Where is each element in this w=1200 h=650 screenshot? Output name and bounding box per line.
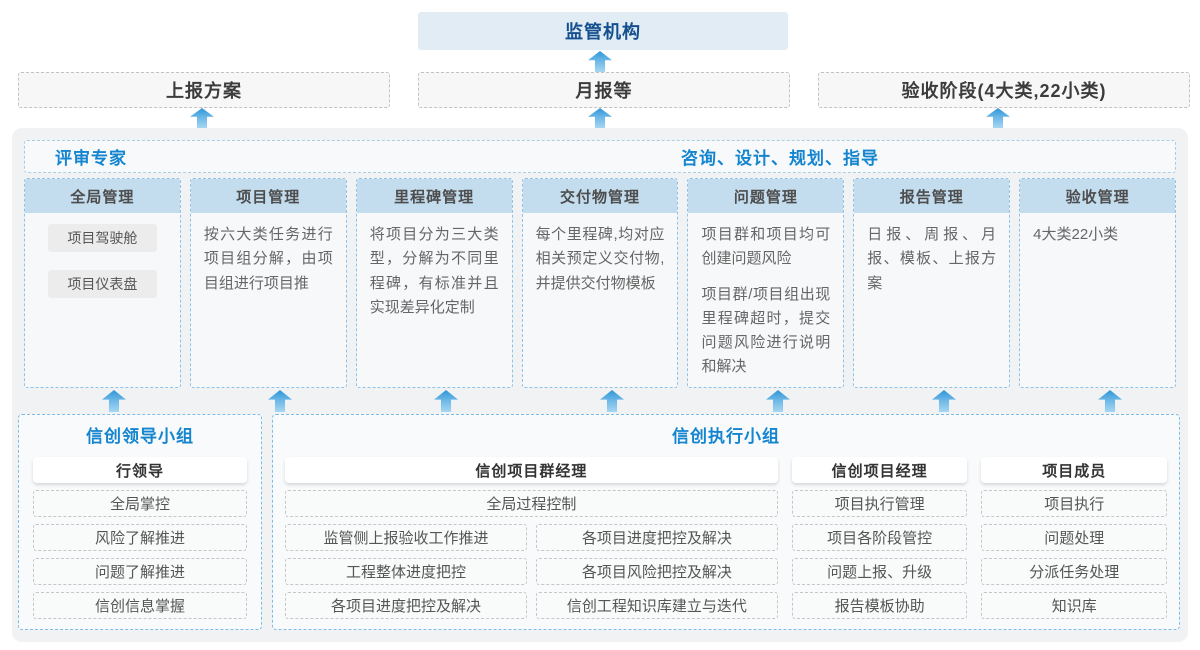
column-body: 4大类22小类	[1020, 213, 1175, 258]
execution-group-block: 信创执行小组 信创项目群经理 全局过程控制 监管侧上报验收工作推进 各项目进度把…	[272, 414, 1180, 630]
project-manager-item: 问题上报、升级	[791, 558, 968, 585]
up-arrow-icon	[986, 108, 1010, 128]
column-issue-management: 问题管理 项目群和项目均可创建问题风险 项目群/项目组出现里程碑超时，提交问题风…	[687, 178, 845, 388]
program-manager-item: 工程整体进度把控	[285, 558, 527, 585]
project-member-item: 项目执行	[981, 490, 1167, 517]
program-manager-item: 信创工程知识库建立与迭代	[535, 592, 778, 619]
column-milestone-management: 里程碑管理 将项目分为三大类型，分解为不同里程碑，有标准并且实现差异化定制	[355, 178, 513, 388]
column-project-management: 项目管理 按六大类任务进行项目组分解，由项目组进行项目推	[189, 178, 347, 388]
acceptance-stage-label: 验收阶段(4大类,22小类)	[901, 81, 1107, 101]
up-arrow-icon	[1098, 390, 1122, 412]
leader-item: 信创信息掌握	[33, 592, 247, 619]
leader-item: 问题了解推进	[33, 558, 247, 585]
execution-group-title: 信创执行小组	[672, 427, 780, 446]
column-header: 验收管理	[1020, 179, 1176, 213]
column-body: 日报、周报、月报、模板、上报方案	[854, 213, 1009, 307]
column-header: 项目管理	[190, 179, 346, 213]
program-manager-item: 监管侧上报验收工作推进	[285, 524, 527, 551]
leader-group-block: 信创领导小组 行领导 全局掌控 风险了解推进 问题了解推进 信创信息掌握	[18, 414, 262, 630]
up-arrow-icon	[190, 108, 214, 128]
column-text: 项目群/项目组出现里程碑超时，提交问题风险进行说明和解决	[701, 285, 831, 376]
leader-item: 风险了解推进	[33, 524, 247, 551]
up-arrow-icon	[588, 108, 612, 128]
project-manager-role-header: 信创项目经理	[791, 457, 968, 483]
program-manager-column: 信创项目群经理 全局过程控制 监管侧上报验收工作推进 各项目进度把控及解决 工程…	[285, 448, 778, 619]
column-body: 将项目分为三大类型，分解为不同里程碑，有标准并且实现差异化定制	[357, 213, 512, 331]
leader-item: 全局掌控	[33, 490, 247, 517]
execution-columns: 信创项目群经理 全局过程控制 监管侧上报验收工作推进 各项目进度把控及解决 工程…	[273, 448, 1179, 619]
project-member-item: 分派任务处理	[981, 558, 1167, 585]
column-body: 每个里程碑,均对应相关预定义交付物,并提供交付物模板	[523, 213, 678, 307]
project-member-role-header: 项目成员	[981, 457, 1167, 483]
column-text: 按六大类任务进行项目组分解，由项目组进行项目推	[203, 226, 333, 292]
column-report-management: 报告管理 日报、周报、月报、模板、上报方案	[853, 178, 1011, 388]
column-global-management: 全局管理 项目驾驶舱 项目仪表盘	[24, 178, 181, 388]
bank-leader-role-header: 行领导	[33, 457, 247, 483]
project-manager-item: 项目执行管理	[791, 490, 968, 517]
column-body: 项目群和项目均可创建问题风险 项目群/项目组出现里程碑超时，提交问题风险进行说明…	[688, 213, 843, 387]
project-dashboard-pill: 项目仪表盘	[48, 270, 157, 298]
column-header: 问题管理	[688, 179, 844, 213]
up-arrow-icon	[434, 390, 458, 412]
column-text: 日报、周报、月报、模板、上报方案	[867, 226, 997, 292]
report-plan-label: 上报方案	[166, 81, 242, 101]
column-acceptance-management: 验收管理 4大类22小类	[1019, 178, 1177, 388]
column-deliverable-management: 交付物管理 每个里程碑,均对应相关预定义交付物,并提供交付物模板	[521, 178, 679, 388]
column-text: 将项目分为三大类型，分解为不同里程碑，有标准并且实现差异化定制	[369, 226, 499, 316]
column-header: 交付物管理	[522, 179, 678, 213]
consulting-design-label: 咨询、设计、规划、指导	[681, 149, 879, 168]
column-body: 按六大类任务进行项目组分解，由项目组进行项目推	[191, 213, 346, 307]
project-member-item: 知识库	[981, 592, 1167, 619]
program-manager-role-header: 信创项目群经理	[285, 457, 778, 483]
project-member-column: 项目成员 项目执行 问题处理 分派任务处理 知识库	[981, 448, 1167, 619]
up-arrow-icon	[932, 390, 956, 412]
project-manager-column: 信创项目经理 项目执行管理 项目各阶段管控 问题上报、升级 报告模板协助	[791, 448, 968, 619]
review-experts-label: 评审专家	[55, 149, 127, 168]
up-arrow-icon	[600, 390, 624, 412]
project-member-item: 问题处理	[981, 524, 1167, 551]
program-manager-item: 各项目风险把控及解决	[535, 558, 778, 585]
column-text: 4大类22小类	[1033, 226, 1119, 243]
monthly-report-label: 月报等	[575, 81, 633, 101]
program-manager-grid: 监管侧上报验收工作推进 各项目进度把控及解决 工程整体进度把控 各项目风险把控及…	[285, 524, 778, 619]
project-cockpit-pill: 项目驾驶舱	[48, 224, 157, 252]
project-manager-item: 项目各阶段管控	[791, 524, 968, 551]
acceptance-stage-box: 验收阶段(4大类,22小类)	[818, 72, 1190, 108]
column-header: 报告管理	[854, 179, 1010, 213]
column-text: 项目群和项目均可创建问题风险	[701, 226, 831, 268]
column-header: 全局管理	[25, 179, 180, 213]
column-body: 项目驾驶舱 项目仪表盘	[25, 213, 180, 316]
regulator-box: 监管机构	[418, 12, 788, 50]
project-manager-item: 报告模板协助	[791, 592, 968, 619]
program-manager-item: 各项目进度把控及解决	[535, 524, 778, 551]
up-arrow-icon	[268, 390, 292, 412]
platform-container: 评审专家 咨询、设计、规划、指导 全局管理 项目驾驶舱 项目仪表盘 项目管理 按…	[12, 128, 1188, 642]
column-header: 里程碑管理	[356, 179, 512, 213]
up-arrow-icon	[766, 390, 790, 412]
regulator-label: 监管机构	[565, 22, 641, 42]
management-columns: 全局管理 项目驾驶舱 项目仪表盘 项目管理 按六大类任务进行项目组分解，由项目组…	[24, 178, 1177, 388]
program-manager-item: 全局过程控制	[285, 490, 778, 517]
program-manager-item: 各项目进度把控及解决	[285, 592, 527, 619]
report-plan-box: 上报方案	[18, 72, 390, 108]
up-arrow-icon	[588, 51, 612, 72]
leader-group-title: 信创领导小组	[86, 427, 194, 446]
experts-band: 评审专家 咨询、设计、规划、指导	[24, 140, 1176, 173]
column-text: 每个里程碑,均对应相关预定义交付物,并提供交付物模板	[535, 226, 665, 292]
monthly-report-box: 月报等	[418, 72, 790, 108]
up-arrow-icon	[102, 390, 126, 412]
